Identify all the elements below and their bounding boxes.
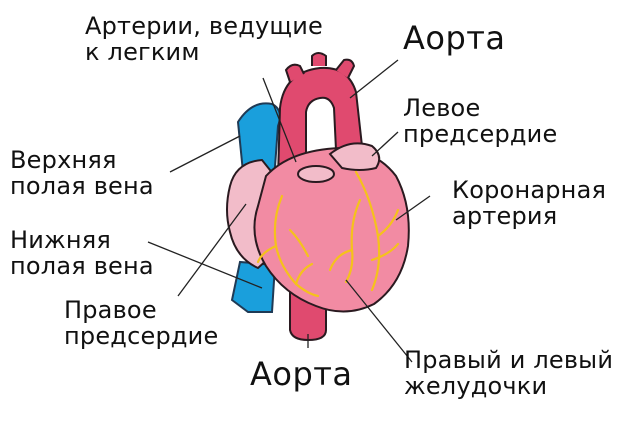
label-arteries-to-lungs: Артерии, ведущие к легким	[85, 12, 323, 66]
pulmonary-artery-opening	[297, 165, 335, 183]
label-right-atrium: Правое предсердие	[64, 296, 219, 350]
aortic-branches-shape	[284, 52, 356, 83]
label-ventricles: Правый и левый желудочки	[404, 346, 614, 400]
label-aorta-bottom: Аорта	[250, 355, 353, 393]
left-atrium-shape	[328, 142, 381, 171]
label-left-atrium: Левое предсердие	[403, 94, 558, 148]
label-coronary-artery: Коронарная артерия	[452, 176, 607, 230]
label-inferior-vena-cava: Нижняя полая вена	[10, 226, 154, 280]
leader-lines	[147, 59, 431, 363]
coronary-vessels	[256, 170, 400, 298]
label-aorta-top: Аорта	[403, 19, 506, 57]
label-superior-vena-cava: Верхняя полая вена	[10, 146, 154, 200]
